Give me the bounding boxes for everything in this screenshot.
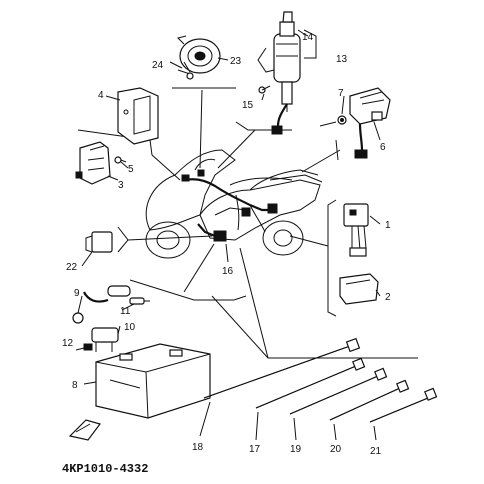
ignitor-3 xyxy=(75,141,127,185)
callout-12: 12 xyxy=(62,338,74,349)
fuse-clip-12 xyxy=(75,343,93,351)
relay-1 xyxy=(343,203,369,257)
callout-17: 17 xyxy=(249,444,261,455)
callout-19: 19 xyxy=(290,444,302,455)
callout-23: 23 xyxy=(230,56,242,67)
callout-21: 21 xyxy=(370,446,382,457)
callout-20: 20 xyxy=(330,444,342,455)
starter-relay-6 xyxy=(337,87,391,159)
callout-2: 2 xyxy=(385,292,391,303)
callout-5: 5 xyxy=(128,164,134,175)
callout-3: 3 xyxy=(118,180,124,191)
callout-18: 18 xyxy=(192,442,204,453)
callout-8: 8 xyxy=(72,380,78,391)
callout-pointers xyxy=(81,29,381,385)
leader-lines xyxy=(77,87,418,359)
callout-24: 24 xyxy=(152,60,164,71)
bracket-4 xyxy=(117,87,159,145)
callout-1: 1 xyxy=(385,220,391,231)
callout-15: 15 xyxy=(242,100,254,111)
callout-10: 10 xyxy=(124,322,136,333)
battery-lead-9 xyxy=(72,285,131,324)
callout-6: 6 xyxy=(380,142,386,153)
callout-16: 16 xyxy=(222,266,234,277)
callout-13: 13 xyxy=(336,54,348,65)
callout-4: 4 xyxy=(98,90,104,101)
flasher-relay-22 xyxy=(85,231,113,253)
cable-ties xyxy=(199,337,438,441)
callout-11: 11 xyxy=(120,306,131,317)
callout-7: 7 xyxy=(338,88,344,99)
front-arrow-icon xyxy=(68,419,102,441)
scooter-frame xyxy=(145,149,323,259)
callout-22: 22 xyxy=(66,262,78,273)
callout-9: 9 xyxy=(74,288,80,299)
main-switch-13 xyxy=(257,11,305,135)
battery-8 xyxy=(95,343,211,419)
horn-23 xyxy=(177,35,221,80)
callout-14: 14 xyxy=(302,32,314,43)
fuse-holder-10 xyxy=(91,327,119,352)
callout-labels: 1 2 3 4 5 6 7 8 9 10 11 12 13 14 15 16 1… xyxy=(62,32,391,457)
fuse-11 xyxy=(129,297,150,305)
relay-cover-2 xyxy=(339,273,379,305)
diagram-code: 4KP1010-4332 xyxy=(62,462,148,476)
